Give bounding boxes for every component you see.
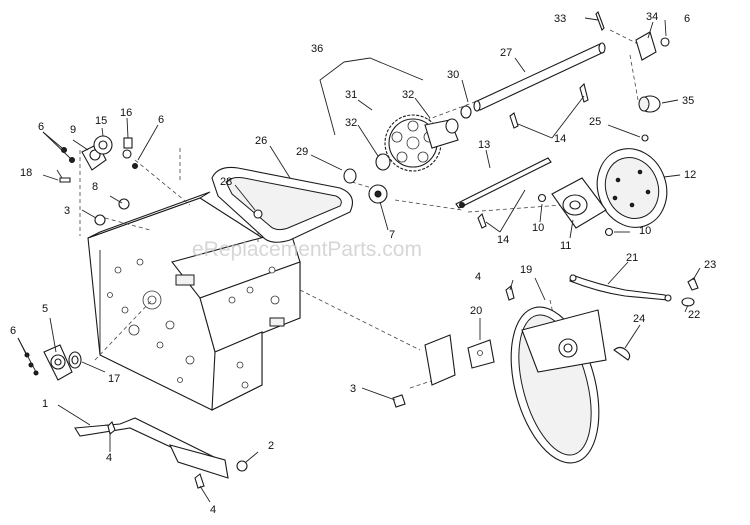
callout-5: 5 xyxy=(42,303,48,315)
callout-32-top: 32 xyxy=(402,89,414,101)
callout-24: 24 xyxy=(633,313,645,325)
flange-bearing-11 xyxy=(477,177,614,237)
lever-assembly xyxy=(74,417,248,489)
callout-16: 16 xyxy=(120,107,132,119)
lower-right-assembly xyxy=(392,274,699,464)
callout-30: 30 xyxy=(447,69,459,81)
callout-20: 20 xyxy=(470,305,482,317)
upper-left-bearing-assembly xyxy=(59,135,138,226)
callout-9: 9 xyxy=(70,124,76,136)
callout-6-lower-left: 6 xyxy=(10,325,16,337)
callout-4-right: 4 xyxy=(475,271,481,283)
callout-32-left: 32 xyxy=(345,117,357,129)
drive-sprocket-assembly xyxy=(343,105,472,184)
callout-10-right: 10 xyxy=(639,225,651,237)
callout-23: 23 xyxy=(704,259,716,271)
callout-10-left: 10 xyxy=(532,222,544,234)
callout-27: 27 xyxy=(500,47,512,59)
callout-21: 21 xyxy=(626,252,638,264)
callout-4-lever-bottom: 4 xyxy=(210,504,216,516)
drive-chain xyxy=(211,166,353,243)
callout-3-left: 3 xyxy=(64,205,70,217)
callout-2: 2 xyxy=(268,440,274,452)
callout-28: 28 xyxy=(220,176,232,188)
callout-13: 13 xyxy=(478,139,490,151)
leader-lines xyxy=(17,17,701,503)
callout-1: 1 xyxy=(42,398,48,410)
callout-6-upper-left: 6 xyxy=(38,121,44,133)
callout-15: 15 xyxy=(95,115,107,127)
callout-33: 33 xyxy=(554,13,566,25)
upper-right-hardware xyxy=(509,11,670,142)
callout-29: 29 xyxy=(296,146,308,158)
large-pulley-12 xyxy=(596,148,668,228)
callout-31: 31 xyxy=(345,89,357,101)
callout-labels: 1 2 3 3 4 4 4 5 6 6 6 6 7 8 9 10 10 11 1… xyxy=(10,11,716,516)
callout-25: 25 xyxy=(589,116,601,128)
callout-35: 35 xyxy=(682,95,694,107)
callout-11: 11 xyxy=(560,240,571,252)
callout-4-lever-top: 4 xyxy=(106,452,112,464)
callout-22: 22 xyxy=(688,309,700,321)
callout-19: 19 xyxy=(520,264,532,276)
frame-housing xyxy=(87,191,301,411)
upper-shaft-27 xyxy=(473,42,606,112)
callout-18: 18 xyxy=(20,167,32,179)
callout-14-upper: 14 xyxy=(554,133,566,145)
watermark-text: eReplacementParts.com xyxy=(192,238,422,261)
callout-8: 8 xyxy=(92,181,98,193)
callout-3-bottom: 3 xyxy=(350,383,356,395)
lower-shaft-13 xyxy=(455,157,552,209)
callout-17: 17 xyxy=(108,373,120,385)
callout-12: 12 xyxy=(684,169,696,181)
callout-14-lower: 14 xyxy=(497,234,509,246)
small-sprocket-7 xyxy=(368,184,388,204)
lower-left-bearing-assembly xyxy=(24,344,82,381)
callout-7: 7 xyxy=(389,229,395,241)
callout-36: 36 xyxy=(311,43,323,55)
callout-26: 26 xyxy=(255,135,267,147)
callout-34: 34 xyxy=(646,11,658,23)
callout-6-upper-mid: 6 xyxy=(158,114,164,126)
callout-6-top-right: 6 xyxy=(684,13,690,25)
